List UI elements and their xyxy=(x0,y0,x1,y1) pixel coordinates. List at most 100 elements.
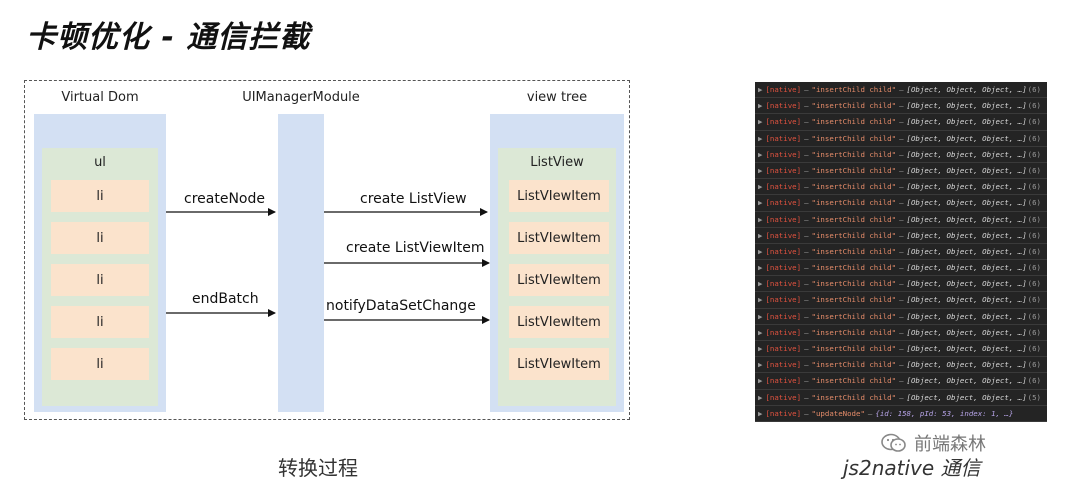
log-line[interactable]: ▶[native]–"insertChild child"–[Object, O… xyxy=(755,98,1047,115)
expand-triangle-icon[interactable]: ▶ xyxy=(758,117,763,127)
log-line[interactable]: ▶[native]–"insertChild child"–[Object, O… xyxy=(755,357,1047,374)
expand-triangle-icon[interactable]: ▶ xyxy=(758,279,763,289)
log-object: [Object, Object, Object, …] xyxy=(906,198,1027,208)
expand-triangle-icon[interactable]: ▶ xyxy=(758,182,763,192)
log-object: [Object, Object, Object, …] xyxy=(906,214,1027,224)
log-line-update[interactable]: ▶[native]–"updateNode"–{id: 158, pId: 53… xyxy=(755,406,1047,422)
watermark: 前端森林 xyxy=(880,428,1050,458)
log-count: (6) xyxy=(1027,360,1041,370)
log-count: (6) xyxy=(1027,295,1041,305)
expand-triangle-icon[interactable]: ▶ xyxy=(758,149,763,159)
expand-triangle-icon[interactable]: ▶ xyxy=(758,214,763,224)
log-tag: [native] xyxy=(765,392,802,402)
expand-triangle-icon[interactable]: ▶ xyxy=(758,295,763,305)
log-line[interactable]: ▶[native]–"insertChild child"–[Object, O… xyxy=(755,114,1047,131)
expand-triangle-icon[interactable]: ▶ xyxy=(758,246,763,256)
log-count: (6) xyxy=(1027,214,1041,224)
expand-triangle-icon[interactable]: ▶ xyxy=(758,327,763,337)
listview-item: ListVIewItem xyxy=(509,180,609,212)
log-object: [Object, Object, Object, …] xyxy=(906,327,1027,337)
listview-label: ListView xyxy=(530,155,584,170)
log-object: [Object, Object, Object, …] xyxy=(906,263,1027,273)
log-message: "insertChild child" xyxy=(811,214,897,224)
expand-triangle-icon[interactable]: ▶ xyxy=(758,101,763,111)
log-separator: – xyxy=(899,198,904,208)
log-tag: [native] xyxy=(765,85,802,94)
expand-triangle-icon[interactable]: ▶ xyxy=(758,408,763,418)
li-item: li xyxy=(51,180,149,212)
log-tag: [native] xyxy=(765,133,802,143)
log-separator: – xyxy=(899,117,904,127)
log-line[interactable]: ▶[native]–"insertChild child"–[Object, O… xyxy=(755,260,1047,277)
ul-label: ul xyxy=(94,155,106,170)
log-separator: – xyxy=(899,165,904,175)
log-line[interactable]: ▶[native]–"insertChild child"–[Object, O… xyxy=(755,163,1047,180)
log-separator: – xyxy=(867,408,873,418)
log-tag: [native] xyxy=(765,149,802,159)
log-separator: – xyxy=(804,246,809,256)
log-line[interactable]: ▶[native]–"insertChild child"–[Object, O… xyxy=(755,147,1047,163)
log-object: [Object, Object, Object, …] xyxy=(906,230,1027,240)
log-object: [Object, Object, Object, …] xyxy=(906,311,1027,321)
log-line[interactable]: ▶[native]–"insertChild child"–[Object, O… xyxy=(755,309,1047,325)
log-separator: – xyxy=(804,327,809,337)
arrow-label-end-batch: endBatch xyxy=(192,291,259,307)
log-count: (5) xyxy=(1027,392,1041,402)
expand-triangle-icon[interactable]: ▶ xyxy=(758,133,763,143)
log-count: (6) xyxy=(1027,101,1041,111)
log-object: [Object, Object, Object, …] xyxy=(906,182,1027,192)
label-view-tree: view tree xyxy=(526,90,588,105)
log-line[interactable]: ▶[native]–"insertChild child"–[Object, O… xyxy=(755,292,1047,309)
log-count: (6) xyxy=(1027,198,1041,208)
log-line[interactable]: ▶[native]–"insertChild child"–[Object, O… xyxy=(755,325,1047,341)
log-line[interactable]: ▶[native]–"insertChild child"–[Object, O… xyxy=(755,131,1047,147)
log-message: "insertChild child" xyxy=(811,279,897,289)
expand-triangle-icon[interactable]: ▶ xyxy=(758,311,763,321)
log-separator: – xyxy=(804,117,809,127)
expand-triangle-icon[interactable]: ▶ xyxy=(758,198,763,208)
arrow-label-create-listviewitem: create ListViewItem xyxy=(346,240,485,256)
log-line[interactable]: ▶[native]–"insertChild child"–[Object, O… xyxy=(755,82,1047,99)
log-tag: [native] xyxy=(765,344,802,353)
log-tag: [native] xyxy=(765,214,802,224)
listview-item: ListVIewItem xyxy=(509,222,609,254)
expand-triangle-icon[interactable]: ▶ xyxy=(758,165,763,175)
expand-triangle-icon[interactable]: ▶ xyxy=(758,263,763,273)
log-line[interactable]: ▶[native]–"insertChild child"–[Object, O… xyxy=(755,228,1047,244)
expand-triangle-icon[interactable]: ▶ xyxy=(758,360,763,370)
log-line[interactable]: ▶[native]–"insertChild child"–[Object, O… xyxy=(755,341,1047,358)
expand-triangle-icon[interactable]: ▶ xyxy=(758,344,763,353)
log-object: [Object, Object, Object, …] xyxy=(906,376,1027,386)
log-separator: – xyxy=(804,182,809,192)
log-tag: [native] xyxy=(765,279,802,289)
label-uimanager-module: UIManagerModule xyxy=(242,90,360,105)
listview-item: ListVIewItem xyxy=(509,264,609,296)
arrow-label-create-node: createNode xyxy=(184,191,265,207)
log-separator: – xyxy=(899,85,904,94)
expand-triangle-icon[interactable]: ▶ xyxy=(758,230,763,240)
log-line[interactable]: ▶[native]–"insertChild child"–[Object, O… xyxy=(755,179,1047,196)
log-separator: – xyxy=(804,392,809,402)
log-separator: – xyxy=(804,230,809,240)
log-tag: [native] xyxy=(765,376,802,386)
log-line[interactable]: ▶[native]–"insertChild child"–[Object, O… xyxy=(755,390,1047,406)
log-separator: – xyxy=(804,408,809,418)
log-line[interactable]: ▶[native]–"insertChild child"–[Object, O… xyxy=(755,373,1047,390)
log-object: [Object, Object, Object, …] xyxy=(906,133,1027,143)
log-line[interactable]: ▶[native]–"insertChild child"–[Object, O… xyxy=(755,212,1047,228)
arrow-label-create-listview: create ListView xyxy=(360,191,467,207)
log-separator: – xyxy=(804,198,809,208)
log-line[interactable]: ▶[native]–"insertChild child"–[Object, O… xyxy=(755,276,1047,293)
log-separator: – xyxy=(899,133,904,143)
expand-triangle-icon[interactable]: ▶ xyxy=(758,376,763,386)
expand-triangle-icon[interactable]: ▶ xyxy=(758,85,763,94)
log-separator: – xyxy=(804,214,809,224)
log-line[interactable]: ▶[native]–"insertChild child"–[Object, O… xyxy=(755,244,1047,261)
log-separator: – xyxy=(899,230,904,240)
li-item: li xyxy=(51,348,149,380)
log-object: [Object, Object, Object, …] xyxy=(906,360,1027,370)
log-line[interactable]: ▶[native]–"insertChild child"–[Object, O… xyxy=(755,195,1047,212)
console-log-panel: ▶[native]–"insertChild child"–[Object, O… xyxy=(755,82,1047,422)
log-tag: [native] xyxy=(765,246,802,256)
expand-triangle-icon[interactable]: ▶ xyxy=(758,392,763,402)
